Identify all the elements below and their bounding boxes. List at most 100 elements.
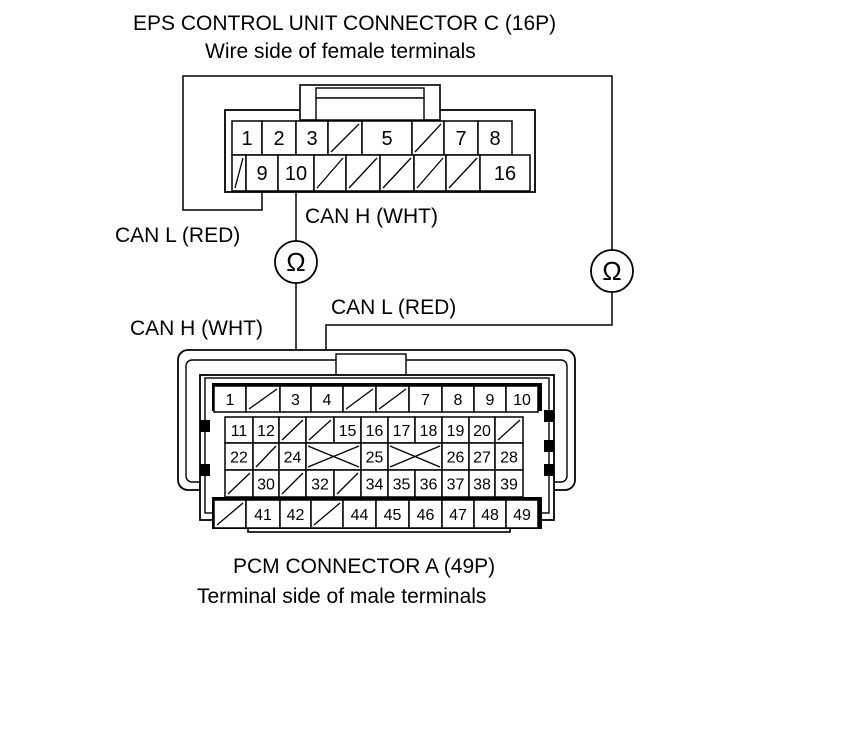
pcm-pin-r3-25-label: 25 [366,449,384,466]
pcm-pin-r4-30: 30 [252,469,280,498]
pcm-pin-r5-42: 42 [279,499,312,529]
pcm-pin-r1-1: 1 [213,385,247,413]
blank-slash [348,157,378,189]
blank-slash [378,388,407,410]
eps-pin-r2-blank0 [231,154,247,192]
pcm-pin-r3-22-label: 22 [230,449,248,466]
pcm-pin-r5-41: 41 [245,499,281,529]
eps-pin-r1-2: 2 [261,120,297,156]
pcm-pin-r3-28: 28 [494,442,524,471]
pcm-pin-r2-11-label: 11 [231,423,248,440]
pcm-pin-r5-46-label: 46 [417,507,435,524]
pcm-pin-r4-38: 38 [468,469,496,498]
pcm-pin-r3-26-label: 26 [447,449,465,466]
blank-slash [448,157,478,189]
pcm-pin-r5-47: 47 [441,499,475,529]
pcm-pin-r2-blank3 [305,416,335,444]
eps-pin-r2-blank3 [313,154,347,192]
pcm-pin-r4-30-label: 30 [257,476,275,493]
pcm-pin-r2-16: 16 [360,416,389,444]
pcm-pin-r1-blank5 [375,385,410,413]
pcm-pin-r3-24-label: 24 [284,449,302,466]
pcm-pin-r3-28-label: 28 [500,449,518,466]
pcm-pin-r3-blank1 [252,442,280,471]
blank-slash [345,388,374,410]
ohmmeter-can-l-icon-symbol: Ω [602,256,621,286]
eps-pin-r2-blank7 [445,154,481,192]
pcm-pin-r2-blank2 [278,416,307,444]
eps-pin-r1-3-label: 3 [306,128,317,150]
blank-slash [255,445,277,468]
pcm-pin-r3-x5 [387,442,443,471]
pcm-pin-r3-26: 26 [441,442,470,471]
pcm-pin-r4-37: 37 [441,469,470,498]
eps-pin-r2-blank5 [379,154,415,192]
pcm-pin-r4-blank0 [224,469,254,498]
pcm-pin-r1-3-label: 3 [291,392,300,409]
pcm-pin-r2-blank10 [494,416,524,444]
blank-slash [330,123,360,153]
pcm-pin-r4-blank4 [333,469,362,498]
pcm-pin-r2-18: 18 [414,416,443,444]
pcm-pin-r2-15: 15 [333,416,362,444]
pcm-pin-r4-39-label: 39 [500,476,518,493]
pcm-pin-r2-17: 17 [387,416,416,444]
eps-pin-r1-3: 3 [295,120,329,156]
pcm-pin-r3-27-label: 27 [473,449,491,466]
eps-pin-r2-16-label: 16 [494,163,516,185]
pcm-pin-r5-44: 44 [342,499,377,529]
eps-pin-r2-9-label: 9 [256,163,267,185]
ohmmeter-can-l-icon: Ω [590,249,634,293]
blank-slash [234,157,244,189]
pcm-pin-r5-48: 48 [473,499,507,529]
pcm-pin-r2-15-label: 15 [339,423,357,440]
eps-pin-r1-8: 8 [477,120,513,156]
eps-pin-r1-2-label: 2 [273,128,284,150]
pcm-pin-r2-17-label: 17 [393,423,411,440]
pcm-pin-r1-9-label: 9 [486,392,495,409]
blank-slash [316,157,344,189]
can-l-wire-eps [182,75,613,250]
pcm-pin-r4-32-label: 32 [311,476,329,493]
can-l-pcm-label: CAN L (RED) [331,296,457,319]
eps-pin-r2-10: 10 [277,154,315,192]
pcm-pin-r1-10-label: 10 [513,392,531,409]
blank-slash [248,388,278,410]
pcm-pin-r3-24: 24 [278,442,307,471]
blank-slash [336,472,359,495]
eps-pin-r2-9: 9 [245,154,279,192]
blank-slash [308,419,332,441]
pcm-pin-r2-11: 11 [224,416,254,444]
blank-slash [313,502,341,526]
eps-pin-r1-blank3 [327,120,363,156]
eps-pin-r2-16: 16 [479,154,531,192]
can-l-eps-label: CAN L (RED) [115,224,241,247]
pcm-connector-subtitle: Terminal side of male terminals [197,585,487,608]
pcm-pin-r5-48-label: 48 [481,507,499,524]
pcm-pin-r5-blank0 [213,499,247,529]
pcm-pin-r4-36-label: 36 [420,476,438,493]
pcm-pin-r1-blank4 [342,385,377,413]
blank-slash [216,502,244,526]
ohmmeter-can-h-icon: Ω [274,240,318,284]
pcm-pin-r1-8: 8 [441,385,475,413]
blank-slash [382,157,412,189]
can-h-eps-label: CAN H (WHT) [305,205,438,228]
pcm-pin-r4-34: 34 [360,469,389,498]
pcm-pin-r3-27: 27 [468,442,496,471]
eps-pin-r1-blank5 [411,120,445,156]
blank-slash [227,472,251,495]
blank-slash [416,157,444,189]
blank-slash [281,472,304,495]
pcm-connector-title: PCM CONNECTOR A (49P) [233,555,496,578]
pcm-pin-r5-44-label: 44 [351,507,369,524]
eps-pin-r1-5: 5 [361,120,413,156]
pcm-pin-r4-34-label: 34 [366,476,384,493]
blank-slash [497,419,521,441]
pcm-pin-r2-16-label: 16 [366,423,384,440]
pcm-pin-r2-19: 19 [441,416,470,444]
eps-pin-r2-blank6 [413,154,447,192]
